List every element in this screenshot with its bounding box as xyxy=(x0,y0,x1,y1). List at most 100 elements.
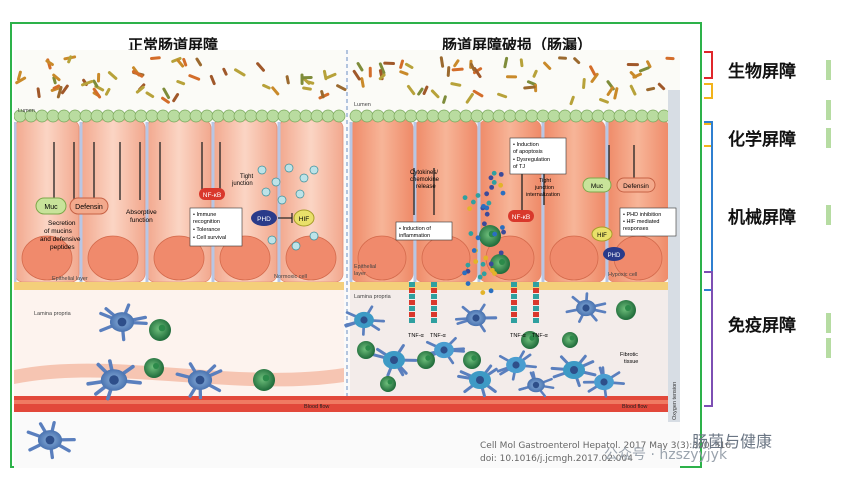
microvillus xyxy=(613,109,627,123)
oxygen-molecule xyxy=(291,241,301,251)
dendritic-cell xyxy=(565,292,607,323)
dendritic-cell xyxy=(457,364,498,398)
microvillus xyxy=(448,109,462,123)
microvillus xyxy=(393,109,407,123)
svg-text:Defensin: Defensin xyxy=(75,204,103,211)
microvillus xyxy=(288,109,302,123)
bacterium xyxy=(446,66,451,77)
bacterium xyxy=(472,89,484,98)
marker-bar xyxy=(826,338,831,358)
mech-bracket xyxy=(704,121,713,291)
bacterium xyxy=(629,71,638,79)
dendritic-cell xyxy=(582,366,626,398)
bacterium xyxy=(469,62,476,72)
bacterium xyxy=(589,65,597,76)
bacterium xyxy=(503,56,509,69)
bacterium xyxy=(176,58,185,68)
oxygen-molecule xyxy=(261,187,271,197)
dendritic-cell xyxy=(175,362,223,400)
bacterium xyxy=(406,84,416,96)
gut-barrier-illustration: Muc Defensin Secretion of mucins and def… xyxy=(14,50,680,468)
dendritic-cell xyxy=(454,303,498,333)
bacterium xyxy=(613,87,619,100)
bacterium xyxy=(378,62,386,75)
oxygen-molecule xyxy=(295,189,305,199)
inflammation-box: • Induction of inflammation xyxy=(395,221,453,241)
cytokine-particle xyxy=(465,281,471,286)
bacterium xyxy=(161,96,170,104)
svg-text:• PHD inhibition • HIF m: • PHD inhibition • HIF mediated response… xyxy=(623,212,663,232)
microvillus xyxy=(558,109,572,123)
svg-text:Defensin: Defensin xyxy=(623,183,649,190)
microvillus xyxy=(547,109,561,123)
bacterium xyxy=(523,85,536,90)
phd-inhibition-box: • PHD inhibition • HIF mediated response… xyxy=(619,207,677,237)
cytokine-particle xyxy=(481,203,486,209)
lamina-right-label: Lamina propria xyxy=(354,294,392,300)
bacterium xyxy=(302,86,312,91)
bacterium xyxy=(360,77,365,88)
svg-text:• Induction of inflamm: • Induction of inflammation xyxy=(399,226,432,239)
marker-bar xyxy=(826,205,831,225)
bacterium xyxy=(60,84,69,95)
bacterium xyxy=(52,84,61,90)
cytokine-particle xyxy=(491,170,497,176)
bacterium xyxy=(172,93,180,103)
microvillus xyxy=(536,109,550,123)
cytokine-particle xyxy=(480,290,486,295)
cytokine-particle xyxy=(486,200,492,206)
bacterium xyxy=(378,73,386,81)
bacterium xyxy=(131,70,144,78)
tnf-label-b: TNF-α xyxy=(430,333,447,339)
cytokine-particle xyxy=(498,171,504,177)
bio-bracket xyxy=(704,51,713,79)
marker-bar xyxy=(826,100,831,120)
microvillus xyxy=(332,109,346,123)
bacterium xyxy=(52,73,61,82)
microvillus xyxy=(134,109,148,123)
cytokine-particle xyxy=(475,235,481,241)
chem-bracket-top xyxy=(704,83,713,99)
bacterium xyxy=(573,57,581,65)
watermark-brand: 肠菌与健康 xyxy=(692,432,773,451)
bacterium xyxy=(646,60,652,69)
dendritic-cell xyxy=(496,350,537,381)
bacterium xyxy=(301,75,313,80)
bacterium xyxy=(638,66,650,73)
microvillus xyxy=(492,109,506,123)
microvillus xyxy=(200,109,214,123)
lumen-left-label: Lumen xyxy=(18,108,35,114)
microvillus xyxy=(426,109,440,123)
bacterium xyxy=(285,75,290,85)
bacterium xyxy=(450,82,462,87)
cytokine-particle xyxy=(481,221,487,227)
bacterium xyxy=(188,74,201,81)
microvillus xyxy=(266,109,280,123)
muc-bubble-left: Muc xyxy=(35,197,67,215)
secretion-label: Secretion of mucins and defensive peptid… xyxy=(40,220,82,251)
cytokine-particle xyxy=(473,259,479,264)
right-panel-title: 肠道屏障破损（肠漏） xyxy=(442,36,593,54)
normoxic-label: Normoxic cell xyxy=(274,274,307,280)
bacterium xyxy=(368,66,372,78)
cytokine-particle xyxy=(501,229,506,235)
bacterium xyxy=(162,87,171,99)
bacterium xyxy=(96,72,101,83)
dendritic-cell xyxy=(86,359,142,401)
cytokine-particle xyxy=(488,261,494,267)
bacterium xyxy=(16,70,22,81)
microvillus xyxy=(404,109,418,123)
cytokine-particle xyxy=(489,184,495,190)
tnf-label-a: TNF-α xyxy=(408,333,425,339)
bacterium xyxy=(626,63,639,67)
svg-text:PHD: PHD xyxy=(608,253,621,259)
macrophage xyxy=(380,376,396,392)
bacterium xyxy=(582,78,586,90)
tj-internalization-label: Tight junction internalization xyxy=(526,178,560,198)
cytokine-particle xyxy=(491,180,497,185)
dendritic-cell xyxy=(550,354,597,388)
cell-nucleus xyxy=(219,235,271,281)
bacterium xyxy=(92,79,99,88)
cytokine-particle xyxy=(467,206,473,212)
tnf-label-c: TNF-α xyxy=(510,333,527,339)
